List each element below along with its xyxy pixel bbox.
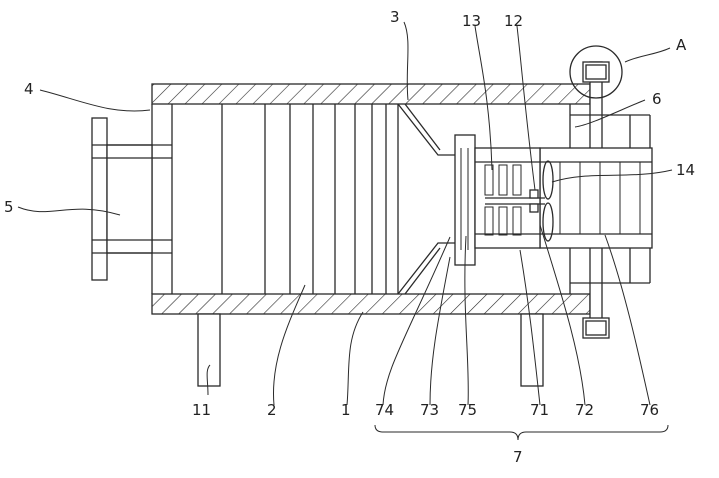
support-legs: [198, 314, 543, 386]
label-12: 12: [504, 12, 523, 30]
filter-plates: [222, 104, 398, 294]
label-1: 1: [341, 401, 351, 419]
label-7: 7: [513, 448, 523, 466]
label-76: 76: [640, 401, 659, 419]
inlet-flange: [92, 118, 172, 280]
label-75: 75: [458, 401, 477, 419]
label-14: 14: [676, 161, 695, 179]
fan-housing: [455, 135, 540, 265]
label-5: 5: [4, 198, 14, 216]
label-6: 6: [652, 90, 662, 108]
label-74: 74: [375, 401, 394, 419]
label-11: 11: [192, 401, 211, 419]
label-13: 13: [462, 12, 481, 30]
housing-inner-cavity: [152, 104, 172, 294]
label-3: 3: [390, 8, 400, 26]
label-2: 2: [267, 401, 277, 419]
group-7-brace: [375, 425, 668, 440]
label-73: 73: [420, 401, 439, 419]
outlet-pipe: [540, 148, 652, 248]
housing-bottom-wall: [152, 294, 590, 314]
tapered-section: [398, 104, 455, 294]
label-4: 4: [24, 80, 34, 98]
label-72: 72: [575, 401, 594, 419]
label-A: A: [676, 36, 687, 54]
label-71: 71: [530, 401, 549, 419]
